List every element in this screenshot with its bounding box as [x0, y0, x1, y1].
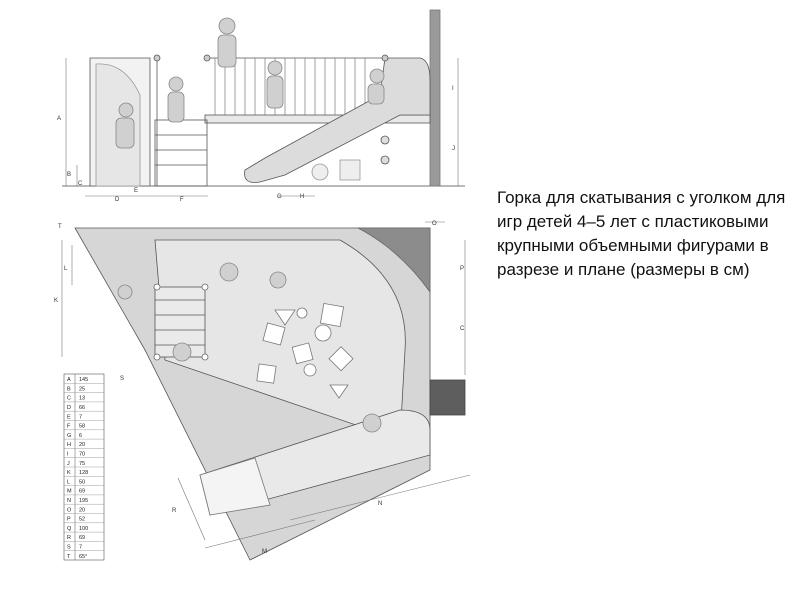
table-value: 70 — [79, 452, 85, 458]
table-key: G — [67, 433, 71, 439]
table-key: O — [67, 507, 72, 513]
dim-label-t: T — [58, 224, 62, 230]
plan-labels: T K L S O P C R M N — [54, 221, 465, 555]
table-key: M — [67, 489, 72, 495]
dim-label-c-plan: C — [460, 326, 465, 332]
table-key: P — [67, 517, 71, 523]
table-value: 75 — [79, 461, 85, 467]
table-key: Q — [67, 526, 72, 532]
dim-label-c: C — [78, 181, 83, 187]
dim-label-l: L — [64, 266, 68, 272]
table-value: 20 — [79, 442, 85, 448]
dim-label-k: K — [54, 298, 58, 304]
table-key: B — [67, 386, 71, 392]
dim-label-p: P — [460, 266, 464, 272]
dim-label-m: M — [262, 549, 267, 555]
table-key: T — [67, 554, 71, 560]
dim-label-f: F — [180, 197, 184, 203]
table-value: 66 — [79, 405, 85, 411]
table-key: N — [67, 498, 71, 504]
table-key: F — [67, 424, 71, 430]
dim-label-o: O — [432, 221, 437, 227]
table-value: 128 — [79, 470, 88, 476]
table-value: 6 — [79, 433, 82, 439]
dim-label-n: N — [378, 501, 382, 507]
table-value: 7 — [79, 545, 82, 551]
table-key: E — [67, 414, 71, 420]
table-value: 69 — [79, 489, 85, 495]
table-value: 13 — [79, 396, 85, 402]
table-key: H — [67, 442, 71, 448]
dim-label-a: A — [57, 116, 61, 122]
table-value: 65° — [79, 554, 87, 560]
dim-label-i: I — [452, 86, 454, 92]
table-key: S — [67, 545, 71, 551]
dim-label-b: B — [67, 172, 71, 178]
dim-label-g: G — [277, 194, 282, 200]
plan-view — [61, 221, 471, 561]
table-key: A — [67, 377, 71, 383]
table-value: 7 — [79, 414, 82, 420]
table-value: 58 — [79, 424, 85, 430]
table-value: 20 — [79, 507, 85, 513]
table-key: I — [67, 452, 69, 458]
table-key: L — [67, 479, 70, 485]
table-key: K — [67, 470, 71, 476]
table-value: 69 — [79, 535, 85, 541]
caption: Горка для скатывания с уголком для игр д… — [497, 188, 786, 279]
dim-label-s: S — [120, 376, 124, 382]
dim-label-r: R — [172, 508, 177, 514]
table-value: 145 — [79, 377, 88, 383]
table-key: J — [67, 461, 70, 467]
dim-label-e: E — [134, 188, 138, 194]
table-value: 50 — [79, 479, 85, 485]
table-value: 100 — [79, 526, 88, 532]
table-value: 195 — [79, 498, 88, 504]
table-key: D — [67, 405, 71, 411]
section-view — [62, 9, 465, 197]
table-key: C — [67, 396, 71, 402]
section-labels: A B C D E F G H I J — [57, 86, 455, 203]
table-value: 52 — [79, 517, 85, 523]
dim-label-h: H — [300, 194, 304, 200]
table-value: 25 — [79, 386, 85, 392]
table-key: R — [67, 535, 71, 541]
dim-label-d: D — [115, 197, 120, 203]
dim-label-j: J — [452, 146, 455, 152]
